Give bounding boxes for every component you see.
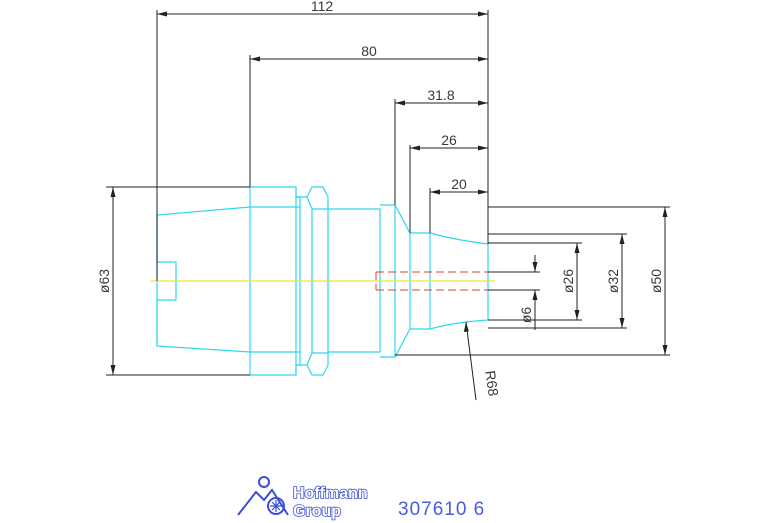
dim-length-31-8: 31.8 <box>427 87 454 103</box>
dim-diameter-63: ø63 <box>96 269 112 293</box>
dim-diameter-50: ø50 <box>648 269 664 293</box>
dim-diameter-32: ø32 <box>605 269 621 293</box>
toolholder-outline <box>156 186 489 376</box>
dim-diameter-26: ø26 <box>560 269 576 293</box>
dim-length-26: 26 <box>441 132 457 148</box>
hoffmann-figure-icon <box>237 476 289 516</box>
dim-length-112: 112 <box>311 0 334 14</box>
dim-length-20: 20 <box>451 176 467 192</box>
dim-diameter-6: ø6 <box>518 307 534 324</box>
logo-text-hoffmann: Hoffmann <box>293 485 368 502</box>
dim-length-80: 80 <box>361 43 377 59</box>
dim-radius-68: R68 <box>482 369 501 397</box>
logo-text-group: Group <box>293 503 341 520</box>
part-number: 307610 6 <box>398 499 485 520</box>
dimension-lines <box>106 10 670 401</box>
hoffmann-group-logo: Hoffmann Group <box>237 476 368 521</box>
internal-bore-hidden-lines <box>375 271 488 291</box>
